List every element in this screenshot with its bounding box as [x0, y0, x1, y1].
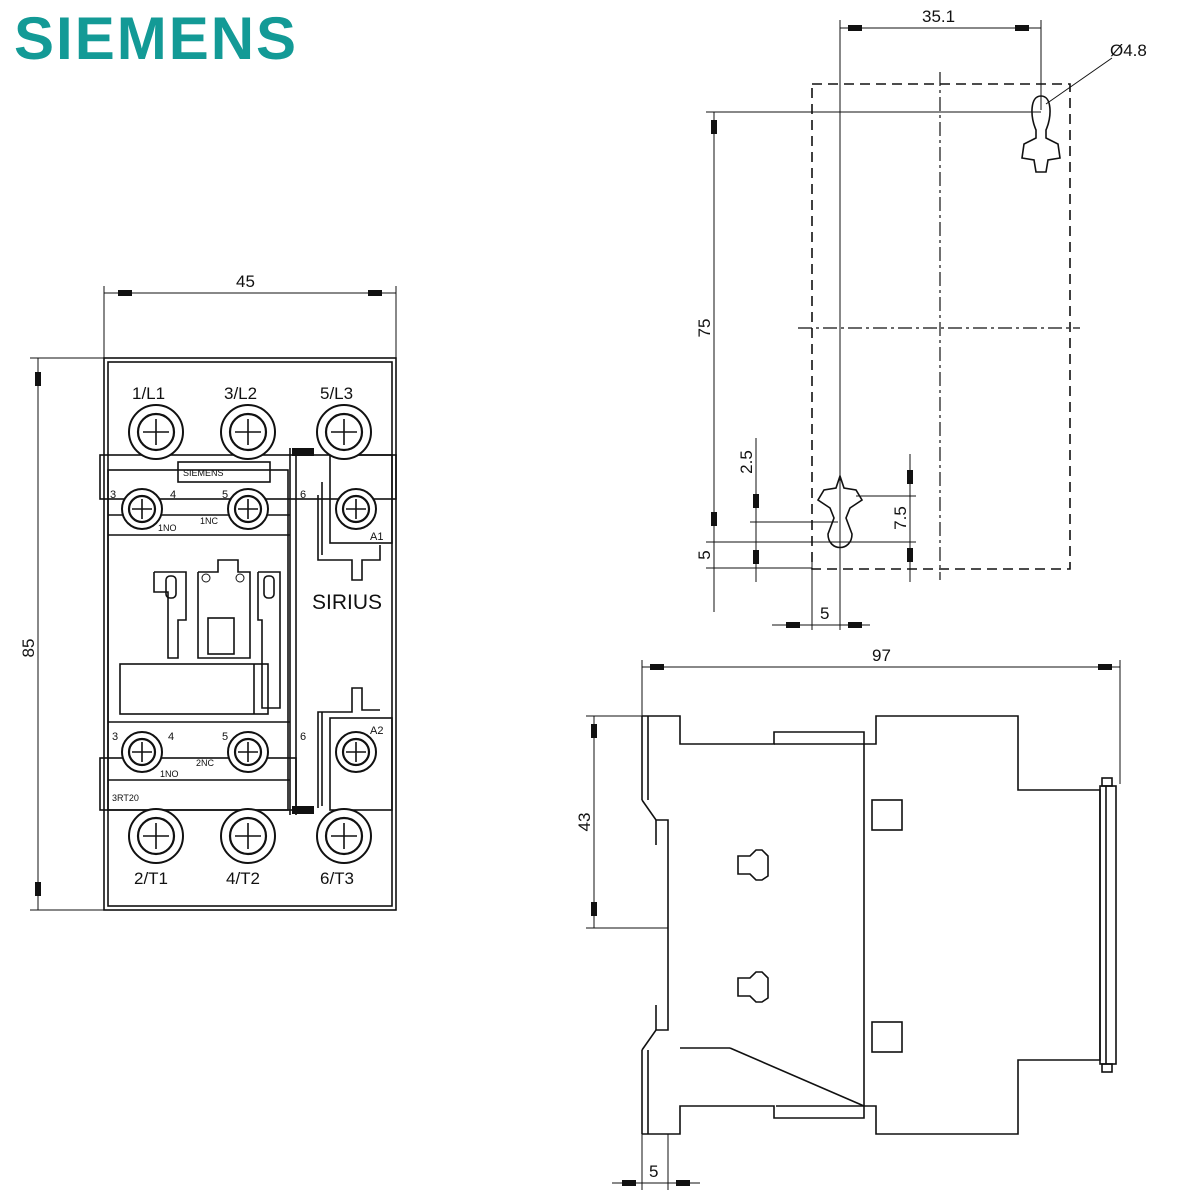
terminal-4-T2: 4/T2 [226, 869, 260, 888]
label-plate: SIEMENS [183, 468, 224, 478]
aux-top-label-5: 5 [222, 489, 228, 501]
aux-bottom-label-nc: 2NC [196, 758, 215, 768]
aux-screw-2NC-bottom-icon [227, 731, 269, 773]
dim-height-43: 43 [575, 813, 594, 832]
dim-5-vertical: 5 [695, 550, 714, 559]
screw-4-T2-icon [220, 808, 276, 864]
keyhole-bottom-icon [816, 473, 864, 549]
screw-2-T1-icon [128, 808, 184, 864]
aux-top-label-6: 6 [300, 489, 306, 501]
dim-hole-diameter: Ø4.8 [1110, 41, 1147, 60]
terminal-6-T3: 6/T3 [320, 869, 354, 888]
aux-bottom-label-5: 5 [222, 731, 228, 743]
contactor-mechanism [119, 559, 281, 715]
clip-lower-icon [737, 971, 769, 1003]
coil-label-A2: A2 [370, 725, 383, 737]
coil-screw-A2-icon [335, 731, 377, 773]
aux-top-label-3: 3 [110, 489, 116, 501]
side-view: 97 43 [575, 646, 1121, 1190]
aux-top-label-4: 4 [170, 489, 176, 501]
dim-offset-5: 5 [649, 1162, 658, 1181]
screw-6-T3-icon [316, 808, 372, 864]
dim-2-5: 2.5 [737, 450, 756, 474]
aux-bottom-label-6: 6 [300, 731, 306, 743]
keyhole-top-icon [1021, 95, 1061, 173]
product-name-sirius: SIRIUS [312, 591, 382, 614]
aux-bottom-label-4: 4 [168, 731, 174, 743]
mounting-view: 35.1 Ø4.8 75 2.5 7.5 5 [695, 7, 1147, 630]
screw-1-L1-icon [128, 404, 184, 460]
terminal-3-L2: 3/L2 [224, 384, 257, 403]
dim-5-horizontal: 5 [820, 604, 829, 623]
type-label-3rt20: 3RT20 [112, 793, 139, 803]
terminal-2-T1: 2/T1 [134, 869, 168, 888]
aux-top-label-no: 1NO [158, 523, 177, 533]
aux-bottom-label-no: 1NO [160, 769, 179, 779]
aux-screw-1NO-icon [121, 488, 163, 530]
dim-7-5: 7.5 [891, 506, 910, 530]
dim-height-85: 85 [19, 639, 38, 658]
terminal-1-L1: 1/L1 [132, 384, 165, 403]
aux-screw-1NC-icon [227, 488, 269, 530]
dim-depth-97: 97 [872, 646, 891, 665]
front-view: 45 85 SIEMENS 1/L1 [19, 272, 397, 911]
aux-bottom-label-3: 3 [112, 731, 118, 743]
screw-3-L2-icon [220, 404, 276, 460]
screw-5-L3-icon [316, 404, 372, 460]
dim-spacing-35-1: 35.1 [922, 7, 955, 26]
aux-screw-1NO-bottom-icon [121, 731, 163, 773]
coil-label-A1: A1 [370, 531, 383, 543]
coil-screw-A1-icon [335, 488, 377, 530]
dim-height-75: 75 [695, 319, 714, 338]
terminal-5-L3: 5/L3 [320, 384, 353, 403]
dim-width-45: 45 [236, 272, 255, 291]
aux-top-label-nc: 1NC [200, 516, 219, 526]
clip-upper-icon [737, 849, 769, 881]
siemens-logo: SIEMENS [14, 5, 298, 72]
